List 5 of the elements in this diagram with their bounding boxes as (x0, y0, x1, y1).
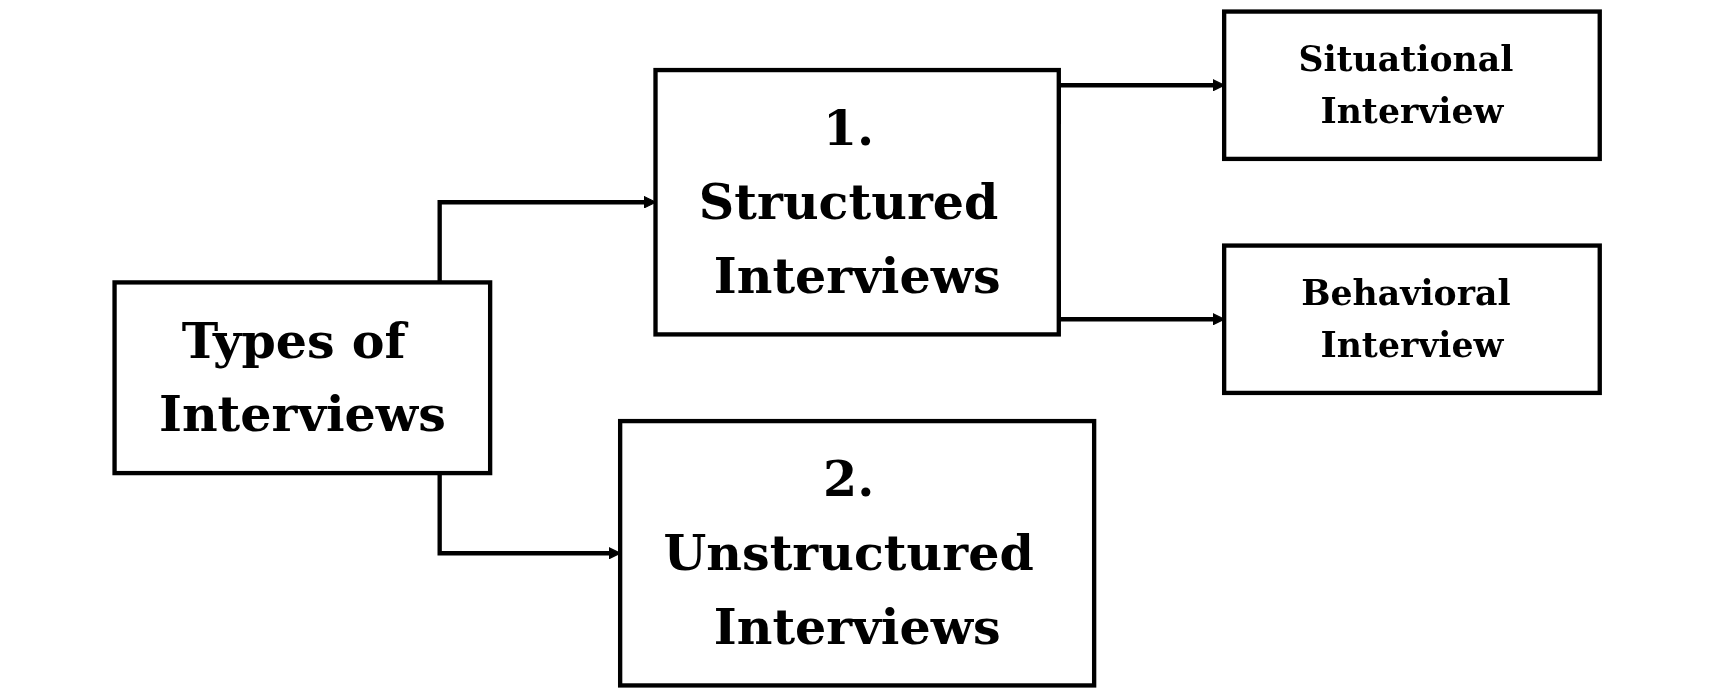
node-box: 1. Structured Interviews (653, 67, 1061, 337)
node-box: 2. Unstructured Interviews (617, 418, 1097, 688)
node-box: Behavioral Interview (1221, 243, 1602, 396)
node-box: Types of Interviews (112, 280, 493, 476)
node-box: Situational Interview (1221, 9, 1602, 162)
